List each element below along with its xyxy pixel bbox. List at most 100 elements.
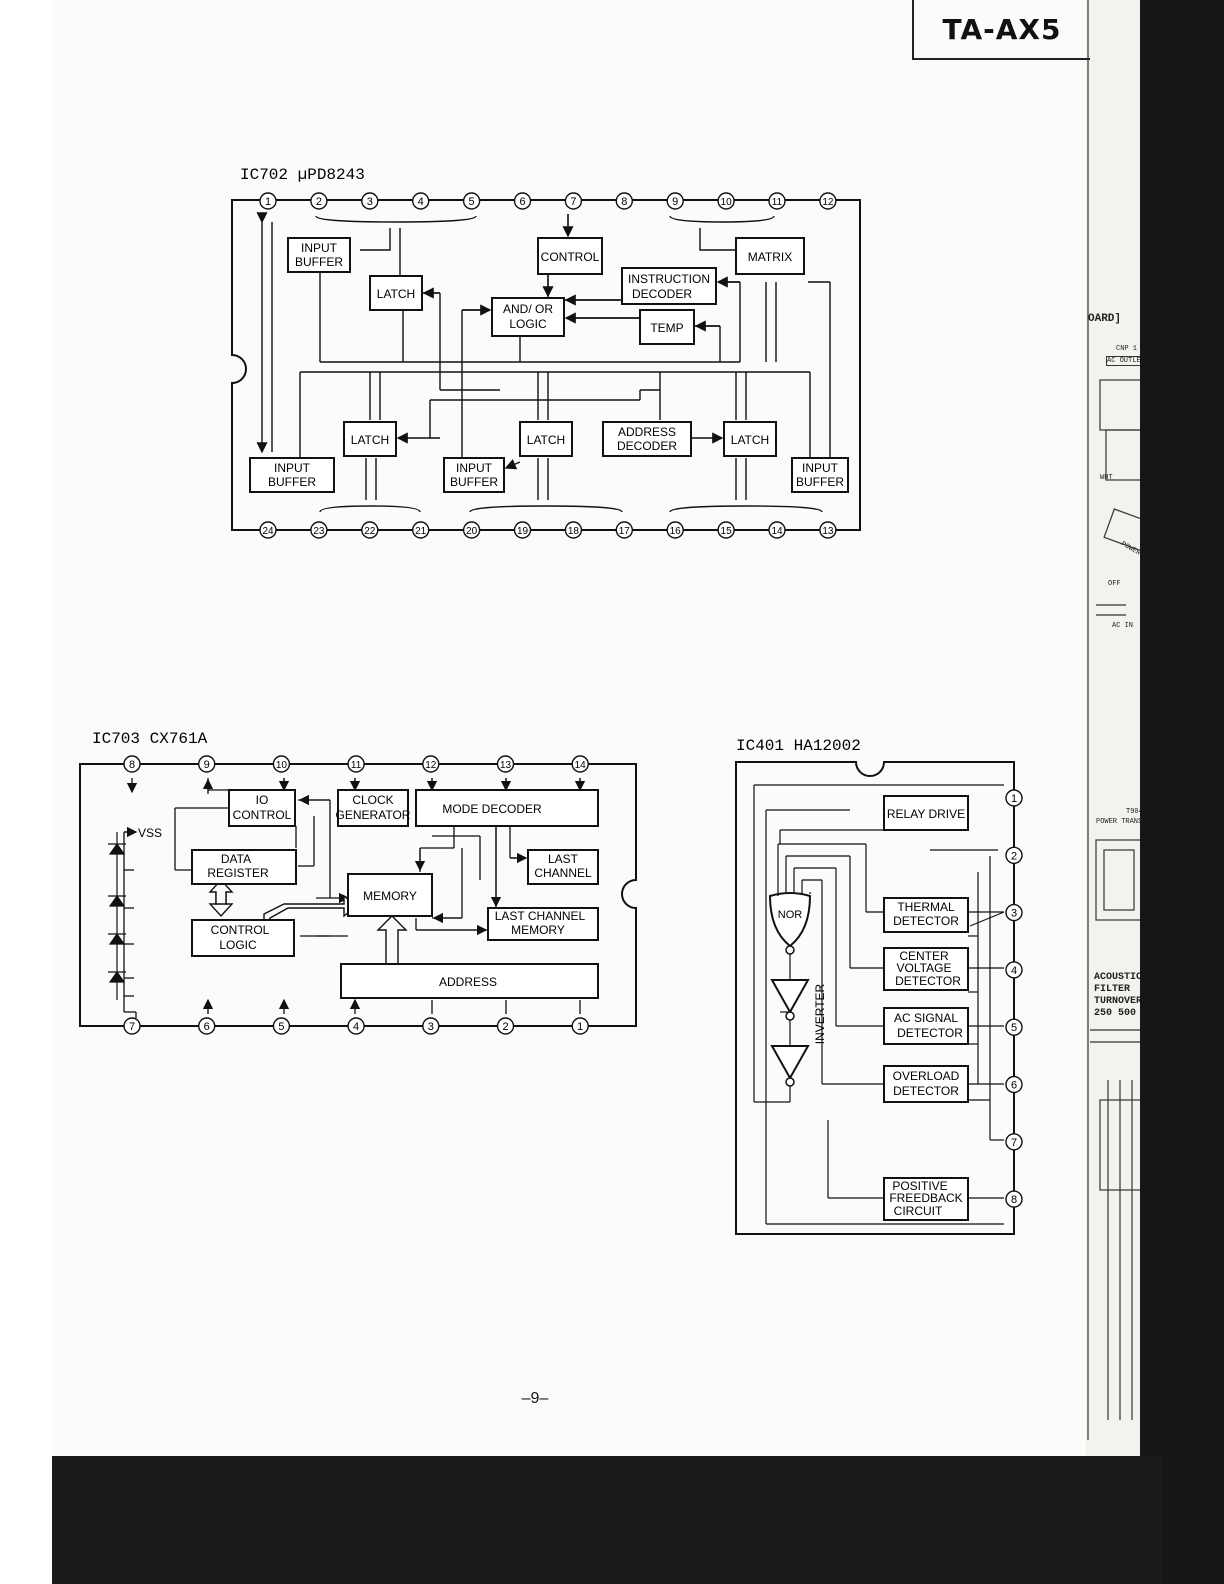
ic702-pin-7: 7 bbox=[564, 192, 583, 210]
svg-text:5: 5 bbox=[278, 1021, 284, 1033]
svg-text:17: 17 bbox=[619, 526, 631, 537]
ic401-package-outline bbox=[735, 761, 1015, 1235]
ic401-inverter-2 bbox=[770, 1045, 810, 1087]
ic702-pin-9: 9 bbox=[666, 192, 684, 210]
ic401-title: IC401 HA12002 bbox=[736, 737, 861, 755]
ic702-input-buffer-br: INPUT BUFFER bbox=[791, 457, 849, 493]
strip-freq-label: 250 500 bbox=[1094, 1008, 1137, 1019]
svg-text:7: 7 bbox=[1011, 1137, 1017, 1149]
svg-text:VOLTAGE: VOLTAGE bbox=[897, 961, 952, 975]
ic702-input-buffer-tl: INPUT BUFFER bbox=[287, 237, 351, 273]
ic703-pin-4: 4 bbox=[347, 1017, 365, 1035]
svg-text:DETECTOR: DETECTOR bbox=[897, 1026, 963, 1040]
ic702-instruction-decoder: INSTRUCTION DECODER bbox=[621, 267, 717, 305]
ic703-pin-2: 2 bbox=[496, 1017, 515, 1035]
ic702-input-buffer-bl: INPUT BUFFER bbox=[249, 457, 335, 493]
svg-text:IO: IO bbox=[256, 793, 269, 807]
svg-text:MEMORY: MEMORY bbox=[511, 923, 565, 937]
ic702-pin-12: 12 bbox=[819, 192, 837, 210]
strip-off-label: OFF bbox=[1108, 580, 1121, 588]
ic401-nor-gate: NOR bbox=[768, 830, 812, 955]
svg-text:20: 20 bbox=[466, 526, 478, 537]
ic401-inverter-1 bbox=[770, 979, 810, 1021]
strip-board-label: OARD] bbox=[1088, 313, 1122, 325]
svg-text:ADDRESS: ADDRESS bbox=[618, 425, 676, 439]
svg-text:REGISTER: REGISTER bbox=[207, 866, 269, 880]
ic702-pin-3: 3 bbox=[361, 192, 379, 210]
svg-text:10: 10 bbox=[276, 760, 288, 771]
ic703-vss-label: VSS bbox=[138, 826, 162, 840]
ic401-wires bbox=[753, 784, 1005, 1225]
svg-text:INPUT: INPUT bbox=[802, 461, 839, 475]
svg-text:RELAY DRIVE: RELAY DRIVE bbox=[887, 807, 965, 821]
ic703-pin-13: 13 bbox=[496, 755, 515, 773]
svg-text:22: 22 bbox=[364, 526, 376, 537]
svg-text:2: 2 bbox=[316, 196, 322, 208]
ic702-latch-left: LATCH bbox=[343, 421, 397, 457]
svg-text:DECODER: DECODER bbox=[632, 287, 692, 301]
ic703-memory: MEMORY bbox=[347, 873, 433, 917]
ic702-pin-19: 19 bbox=[513, 521, 532, 539]
svg-text:MEMORY: MEMORY bbox=[363, 889, 417, 903]
ic702-latch-top: LATCH bbox=[369, 275, 423, 311]
strip-t904-label: T904 bbox=[1126, 808, 1143, 816]
svg-text:INSTRUCTION: INSTRUCTION bbox=[628, 272, 710, 286]
svg-text:LATCH: LATCH bbox=[377, 287, 415, 301]
svg-text:GENERATOR: GENERATOR bbox=[336, 808, 411, 822]
ic401-pin-7: 7 bbox=[1005, 1133, 1023, 1151]
svg-text:8: 8 bbox=[621, 196, 627, 208]
ic702-control-block: CONTROL bbox=[537, 237, 603, 275]
ic702-pin-1: 1 bbox=[259, 192, 277, 210]
ic703-pin-5: 5 bbox=[272, 1017, 291, 1035]
svg-text:4: 4 bbox=[418, 196, 424, 208]
ic401-pin-2: 2 bbox=[1005, 846, 1023, 864]
ic702-pin-6: 6 bbox=[513, 192, 532, 210]
svg-text:DATA: DATA bbox=[221, 852, 251, 866]
ic703-title: IC703 CX761A bbox=[92, 730, 208, 748]
svg-text:CONTROL: CONTROL bbox=[211, 923, 270, 937]
ic703-pin-7: 7 bbox=[123, 1017, 141, 1035]
ic702-pin-2: 2 bbox=[310, 192, 328, 210]
ic702-title: IC702 µPD8243 bbox=[240, 166, 365, 184]
svg-text:4: 4 bbox=[1011, 965, 1017, 977]
svg-text:BUFFER: BUFFER bbox=[268, 475, 316, 489]
ic702-and-or-logic: AND/ OR LOGIC bbox=[491, 297, 565, 337]
ic702-address-decoder: ADDRESS DECODER bbox=[602, 421, 692, 457]
model-title: TA-AX5 bbox=[912, 0, 1090, 60]
ic703-pin-6: 6 bbox=[197, 1017, 216, 1035]
svg-text:TEMP: TEMP bbox=[650, 321, 683, 335]
ic703-package-outline bbox=[79, 763, 637, 1027]
ic401-relay-drive: RELAY DRIVE bbox=[883, 795, 969, 831]
ic703-pin-12: 12 bbox=[422, 755, 440, 773]
svg-text:DETECTOR: DETECTOR bbox=[893, 1084, 959, 1098]
ic702-pin-17: 17 bbox=[615, 521, 633, 539]
ic703-pin-11: 11 bbox=[347, 755, 365, 773]
strip-acoustic-label: ACOUSTIC bbox=[1094, 972, 1143, 983]
ic703-diode-chain bbox=[108, 832, 126, 1000]
svg-text:10: 10 bbox=[721, 197, 733, 208]
svg-text:6: 6 bbox=[519, 196, 525, 208]
svg-text:2: 2 bbox=[1011, 850, 1017, 862]
ic401-pin-5: 5 bbox=[1005, 1018, 1023, 1036]
svg-text:BUFFER: BUFFER bbox=[450, 475, 498, 489]
scan-margin-bottom bbox=[52, 1456, 1162, 1584]
svg-text:11: 11 bbox=[351, 760, 362, 771]
svg-text:AC SIGNAL: AC SIGNAL bbox=[894, 1011, 958, 1025]
svg-text:14: 14 bbox=[575, 760, 587, 771]
ic702-pin-21: 21 bbox=[412, 521, 430, 539]
ic702-pin-8: 8 bbox=[615, 192, 633, 210]
ic702-pin-5: 5 bbox=[462, 192, 481, 210]
svg-text:3: 3 bbox=[367, 196, 373, 208]
svg-text:INPUT: INPUT bbox=[301, 241, 338, 255]
ic401-pin-4: 4 bbox=[1005, 961, 1023, 979]
ic702-package-outline bbox=[231, 199, 861, 531]
ic703-data-register: DATA REGISTER bbox=[191, 849, 297, 885]
svg-text:5: 5 bbox=[469, 196, 475, 208]
ic702-small-arrows bbox=[396, 214, 740, 470]
svg-text:1: 1 bbox=[577, 1021, 583, 1033]
svg-text:5: 5 bbox=[1011, 1022, 1017, 1034]
